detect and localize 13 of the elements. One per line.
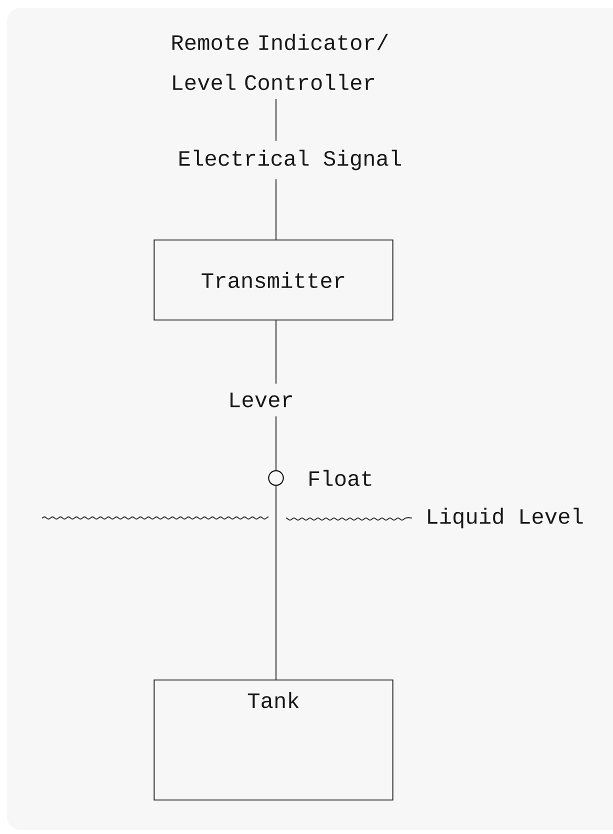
level-label: Liquid Level [428, 508, 583, 528]
connector-line [275, 320, 277, 384]
connector-line [275, 416, 277, 470]
transmitter-box: Transmitter [154, 239, 394, 321]
connector-line [275, 179, 277, 240]
tank-box: Tank [154, 679, 394, 801]
float-label: Float [310, 470, 372, 486]
connector-line [275, 99, 277, 141]
text-label: Electrical Signal [180, 150, 401, 170]
text-label: Remote Indicator/ Level Controller [172, 34, 388, 90]
connector-line [275, 486, 277, 680]
text-label: Lever [230, 392, 292, 408]
float-circle [268, 470, 284, 486]
